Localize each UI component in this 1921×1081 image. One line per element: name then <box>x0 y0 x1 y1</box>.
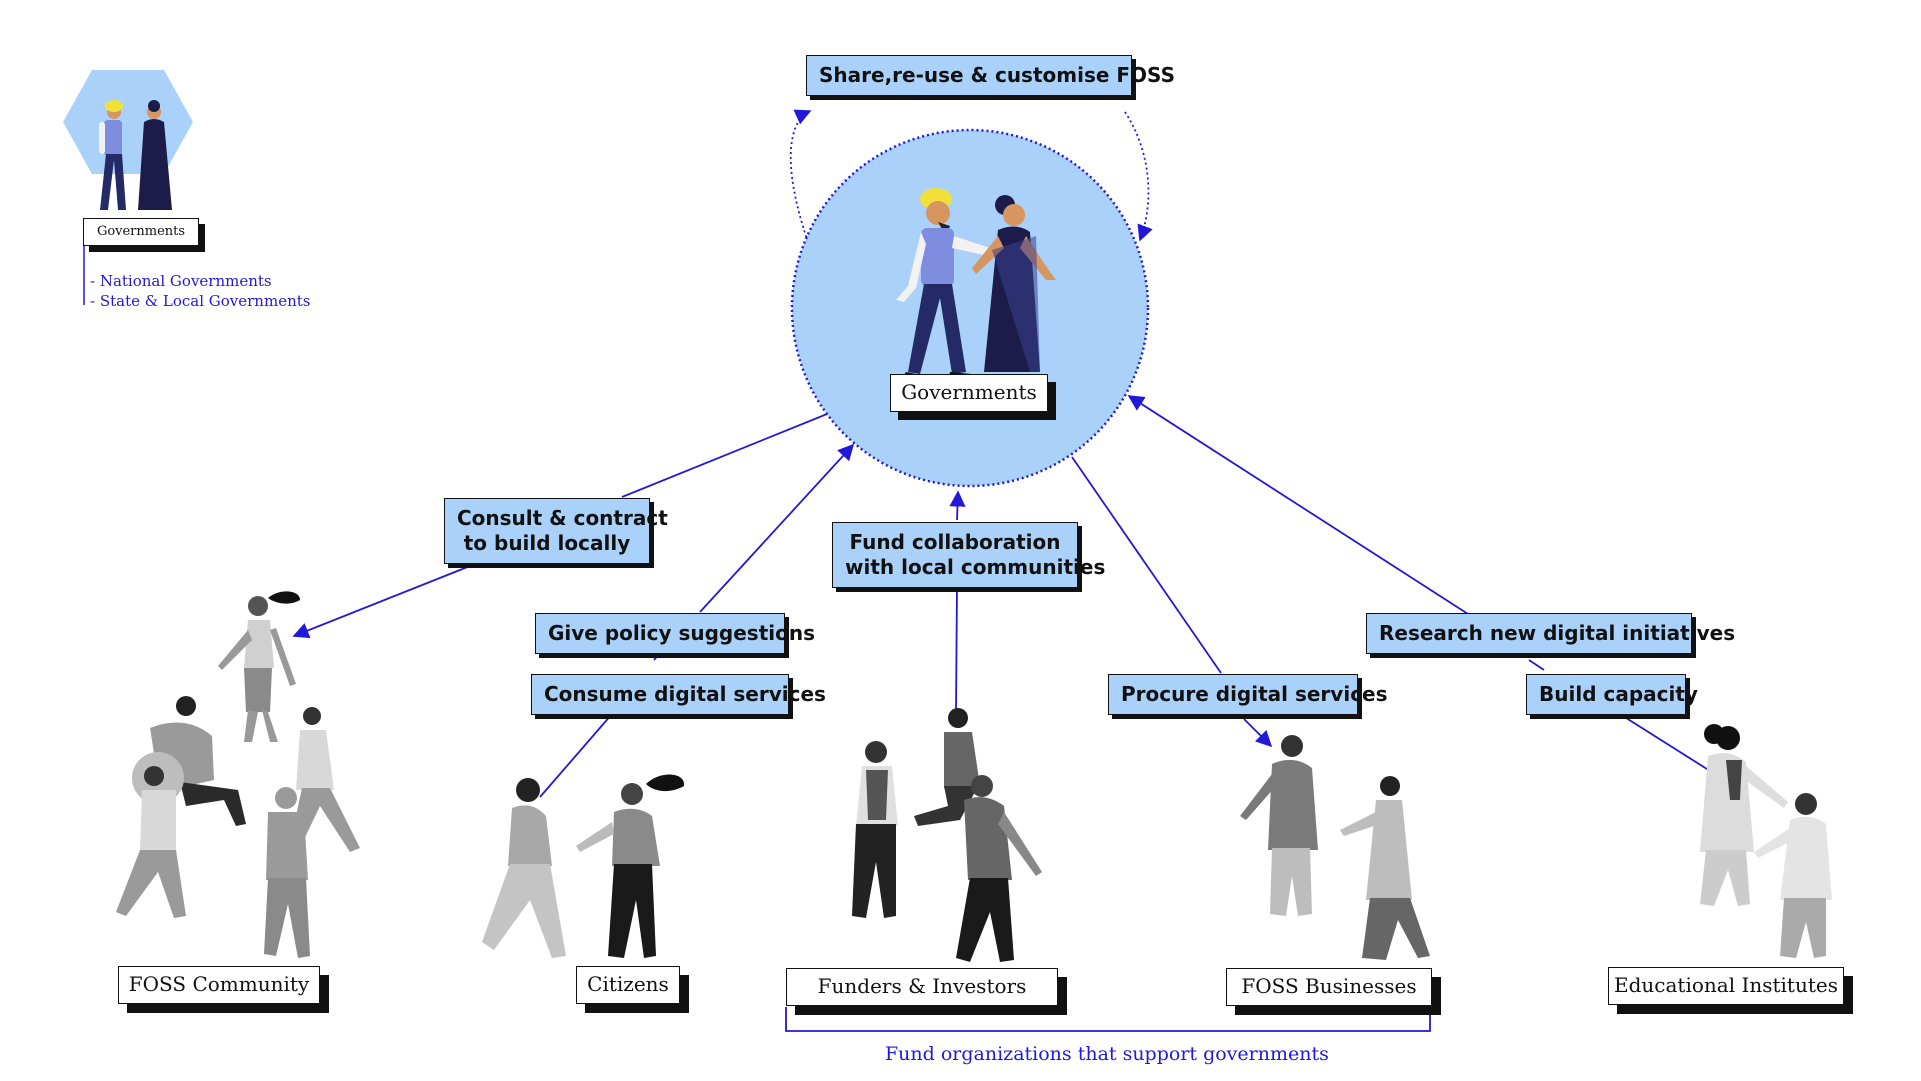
funders-investors-tag: Funders & Investors <box>786 968 1058 1006</box>
fund-collab-connector <box>955 584 958 713</box>
legend-item-state-local: - State & Local Governments <box>90 292 311 310</box>
fund-collab-arrow <box>949 490 966 521</box>
procure-connector <box>1071 456 1222 674</box>
build-capacity-label: Build capacity <box>1526 674 1698 715</box>
research-initiatives-label: Research new digital initiatives <box>1366 613 1735 654</box>
give-policy-label: Give policy suggestions <box>535 613 815 654</box>
governments-illustration <box>896 188 1056 382</box>
foss-businesses-illustration <box>1240 735 1430 960</box>
consult-connector <box>621 411 833 498</box>
citizens-tag: Citizens <box>576 966 680 1004</box>
foss-community-tag: FOSS Community <box>118 966 320 1004</box>
consult-arrow <box>292 565 471 639</box>
research-arrow <box>1127 395 1469 615</box>
fund-orgs-bracket <box>785 1007 1431 1032</box>
capacity-connector <box>1622 715 1719 777</box>
foss-community-illustration <box>116 591 360 958</box>
share-arrow-left <box>789 109 812 243</box>
governments-tag: Governments <box>890 374 1048 412</box>
consume-services-label: Consume digital services <box>531 674 826 715</box>
procure-services-label: Procure digital services <box>1108 674 1388 715</box>
procure-arrow <box>1243 718 1273 748</box>
funders-investors-illustration <box>852 708 1042 962</box>
educational-institutes-tag: Educational Institutes <box>1608 967 1844 1005</box>
research-capacity-link <box>1528 659 1545 671</box>
foss-businesses-tag: FOSS Businesses <box>1226 968 1432 1006</box>
legend-illustration <box>63 70 193 210</box>
governments-circle <box>790 128 1150 488</box>
consume-connector <box>539 713 613 798</box>
legend-item-national: - National Governments <box>90 272 272 290</box>
citizens-illustration <box>482 774 685 958</box>
share-arrow-right <box>1124 111 1153 242</box>
educational-institutes-illustration <box>1700 724 1832 958</box>
policy-arrow <box>699 443 855 613</box>
legend-governments-tag: Governments <box>83 218 199 246</box>
fund-organizations-note: Fund organizations that support governme… <box>885 1043 1329 1065</box>
share-reuse-label: Share,re-use & customise FOSS <box>806 55 1175 96</box>
